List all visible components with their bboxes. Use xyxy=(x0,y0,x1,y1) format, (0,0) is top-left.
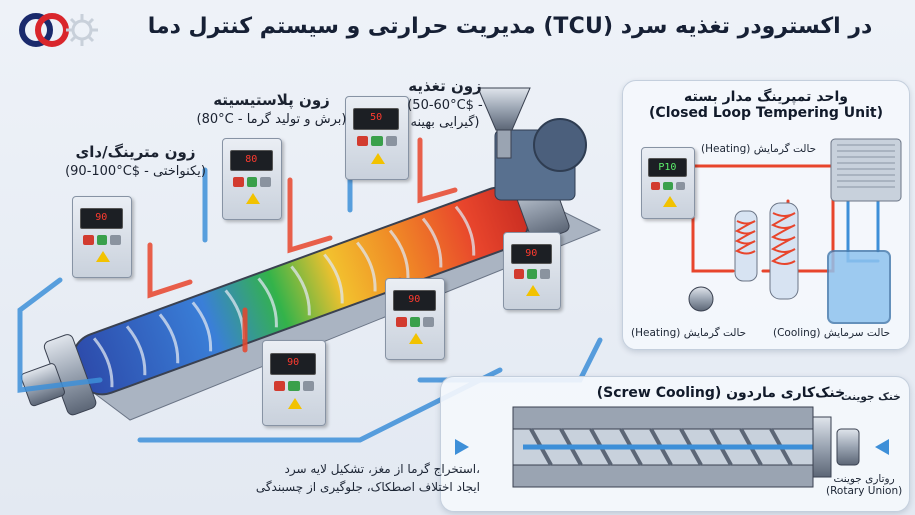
closed-loop-controller: P10 xyxy=(641,147,695,219)
plasticizing-zone-label: زون پلاستیسیته (80°C - برش و تولید گرما) xyxy=(184,90,359,128)
rotary-union-label: روتاری جوینت (Rotary Union) xyxy=(826,473,902,497)
metering-zone-label: زون مترینگ/دای (90-100°C$ - یکنواختی) xyxy=(48,142,223,180)
rotary-union-en: (Rotary Union) xyxy=(826,485,903,497)
lower-right-display: 90 xyxy=(510,243,552,264)
page-title: مدیریت حرارتی و سیستم کنترل دما (TCU) در… xyxy=(147,14,873,39)
warning-icon xyxy=(287,398,302,410)
feed-zone-detail-2: گیرایی بهینه) xyxy=(410,115,480,131)
cool-joint-label: خنک جوینت xyxy=(841,391,901,403)
feed-zone-controller: 50 xyxy=(345,96,409,180)
heating-top-label: (Heating) حالت گرمایش xyxy=(701,143,817,155)
lower-mid-display: 90 xyxy=(392,290,436,312)
warning-icon xyxy=(370,152,385,164)
closed-loop-title: واحد تمپرینگ مدار بسته (Closed Loop Temp… xyxy=(623,89,909,121)
feed-zone-detail: (50-60°C$ - xyxy=(407,97,483,113)
rotary-union-fa: روتاری جوینت xyxy=(833,473,895,485)
plasticizing-zone-detail: (80°C - برش و تولید گرما) xyxy=(196,111,347,127)
plasticizing-zone-display: 80 xyxy=(229,150,273,172)
lower-right-controller: 90 xyxy=(503,232,561,310)
warning-icon xyxy=(96,251,111,263)
warning-icon xyxy=(409,333,424,345)
metering-zone-display: 90 xyxy=(79,208,123,230)
metering-zone-name: زون مترینگ/دای xyxy=(75,143,196,161)
feed-zone-display: 50 xyxy=(353,108,399,131)
closed-loop-display: P10 xyxy=(648,157,687,177)
feed-zone-label: زون تغذیه (50-60°C$ - گیرایی بهینه) xyxy=(385,76,505,132)
gear-icon xyxy=(66,14,98,46)
feed-zone-name: زون تغذیه xyxy=(408,77,482,95)
screw-cooling-desc-1: استخراج گرما از مغز، تشکیل لایه سرد، xyxy=(284,462,481,476)
screw-cooling-panel: (Screw Cooling) خنک‌کاری ماردون خنک جوین… xyxy=(440,376,910,512)
plasticizing-zone-controller: 80 xyxy=(222,138,282,220)
warning-icon xyxy=(662,195,677,207)
warning-icon xyxy=(246,193,261,205)
screw-cooling-desc-2: ایجاد اختلاف اصطکاک، جلوگیری از چسبندگی xyxy=(255,480,480,494)
lower-mid-controller: 90 xyxy=(385,278,445,360)
closed-loop-title-fa: واحد تمپرینگ مدار بسته xyxy=(684,89,848,105)
metering-zone-controller: 90 xyxy=(72,196,132,278)
closed-loop-diagram xyxy=(688,138,902,324)
cooling-bottom-label: (Cooling) حالت سرمایش xyxy=(773,327,891,339)
plasticizing-zone-name: زون پلاستیسیته xyxy=(213,91,330,109)
screw-cooling-diagram xyxy=(455,406,889,488)
closed-loop-title-en: (Closed Loop Tempering Unit) xyxy=(649,105,883,121)
metering-zone-detail: (90-100°C$ - یکنواختی) xyxy=(65,163,206,179)
closed-loop-panel: واحد تمپرینگ مدار بسته (Closed Loop Temp… xyxy=(622,80,910,350)
screw-cooling-title: (Screw Cooling) خنک‌کاری ماردون xyxy=(596,385,846,401)
heating-bottom-label: (Heating) حالت گرمایش xyxy=(631,327,747,339)
lower-left-controller: 90 xyxy=(262,340,326,426)
extruder-illustration xyxy=(17,87,603,443)
warning-icon xyxy=(526,284,541,296)
screw-cooling-description: استخراج گرما از مغز، تشکیل لایه سرد، ایج… xyxy=(250,460,480,496)
lower-left-display: 90 xyxy=(270,352,316,375)
